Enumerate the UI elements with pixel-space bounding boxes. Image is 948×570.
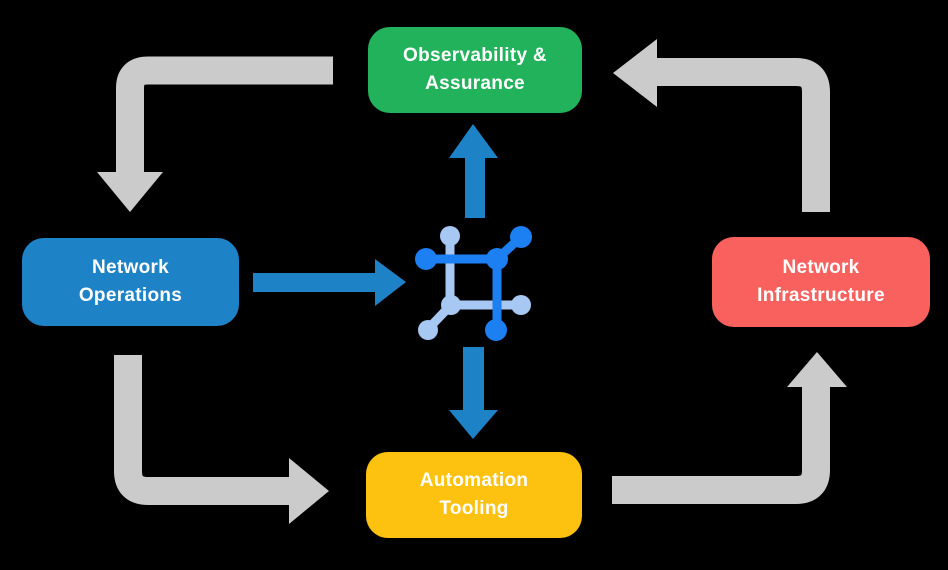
icon-node (441, 295, 461, 315)
node-label-line: Automation (419, 470, 529, 492)
arrow-shaft (463, 347, 484, 412)
arrow-head (375, 259, 406, 306)
arrow-shaft (612, 385, 830, 504)
network-fabric-icon (415, 226, 532, 341)
arrow-shaft (114, 355, 290, 505)
icon-node (511, 295, 531, 315)
arrow-head (449, 124, 498, 158)
arrow-hub-to-tooling (449, 347, 498, 439)
arrow-head (97, 172, 163, 212)
icon-node (485, 319, 507, 341)
arrow-head (613, 39, 657, 107)
node-observability-assurance: Observability & Assurance (368, 27, 582, 113)
node-label-line: Tooling (439, 498, 509, 519)
node-label-line: Infrastructure (757, 285, 885, 306)
icon-node (440, 226, 460, 246)
icon-node (510, 226, 532, 248)
arrow-tooling-to-infrastructure (612, 352, 847, 504)
node-label-line: Network (782, 257, 860, 279)
arrow-head (787, 352, 847, 387)
icon-node (418, 320, 438, 340)
node-network-infrastructure: Network Infrastructure (712, 237, 930, 327)
arrow-infrastructure-to-observability (613, 39, 830, 212)
arrow-observability-to-operations (97, 56, 333, 212)
icon-node (415, 248, 437, 270)
arrow-operations-to-tooling (114, 355, 329, 524)
arrow-operations-to-hub (253, 259, 406, 306)
arrow-hub-to-observability (449, 124, 498, 218)
arrow-shaft (253, 273, 376, 292)
node-automation-tooling: Automation Tooling (366, 452, 582, 538)
arrow-head (289, 458, 329, 524)
node-label-line: Assurance (425, 73, 525, 94)
arrow-head (449, 410, 498, 439)
arrow-shaft (465, 156, 485, 218)
icon-node (486, 248, 508, 270)
node-label-line: Observability & (403, 45, 547, 67)
node-label-line: Operations (78, 285, 183, 306)
node-network-operations: Network Operations (22, 238, 239, 326)
node-label-line: Network (91, 257, 170, 279)
arrow-shaft (116, 56, 333, 174)
arrow-shaft (655, 58, 830, 212)
